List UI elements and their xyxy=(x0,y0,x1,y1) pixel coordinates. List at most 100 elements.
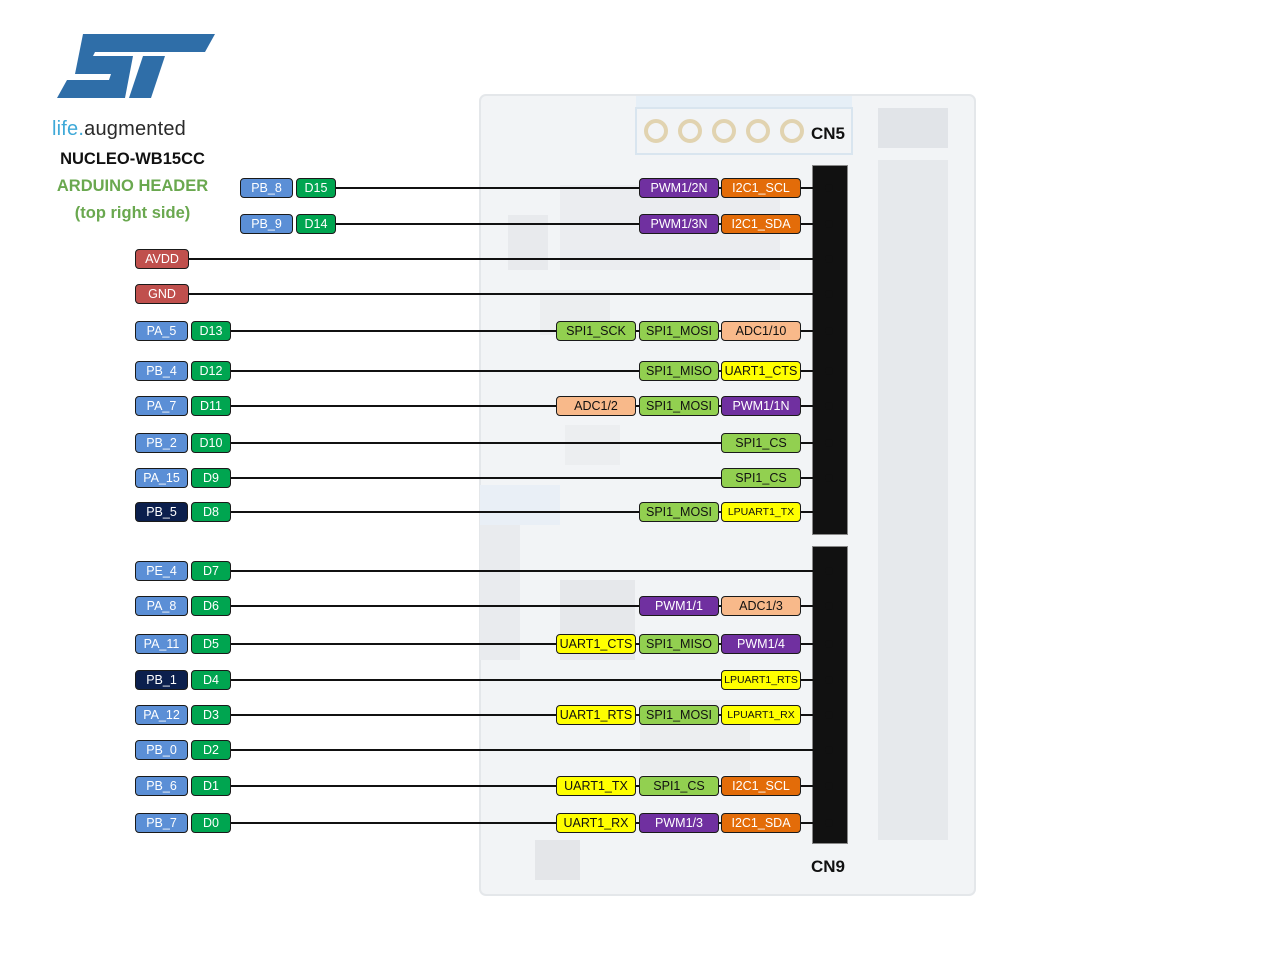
header-pin-marker xyxy=(825,402,833,410)
header-pin-marker xyxy=(825,439,833,447)
board-title: NUCLEO-WB15CC xyxy=(60,150,205,168)
header-pin-marker xyxy=(825,327,833,335)
cn9-header xyxy=(812,546,848,844)
mcu-pin-label: PB_2 xyxy=(135,433,188,453)
arduino-pin-label: D15 xyxy=(296,178,336,198)
mcu-pin-label: PA_15 xyxy=(135,468,188,488)
header-pin-marker xyxy=(825,676,833,684)
wire xyxy=(189,293,829,295)
arduino-pin-label: D7 xyxy=(191,561,231,581)
arduino-pin-label: D8 xyxy=(191,502,231,522)
mcu-pin-label: GND xyxy=(135,284,189,304)
arduino-pin-label: D10 xyxy=(191,433,231,453)
arduino-pin-label: D3 xyxy=(191,705,231,725)
mcu-pin-label: PB_1 xyxy=(135,670,188,690)
mcu-pin-label: PB_5 xyxy=(135,502,188,522)
mcu-pin-label: PB_8 xyxy=(240,178,293,198)
tagline: life.augmented xyxy=(52,118,187,140)
wire xyxy=(231,442,829,444)
header-pin-marker xyxy=(825,220,833,228)
mcu-pin-label: PB_0 xyxy=(135,740,188,760)
mcu-pin-label: AVDD xyxy=(135,249,189,269)
header-pin-marker xyxy=(825,508,834,517)
alt-function-label: SPI1_CS xyxy=(721,468,801,488)
wire xyxy=(231,570,829,572)
alt-function-label: I2C1_SDA xyxy=(721,813,801,833)
arduino-pin-label: D14 xyxy=(296,214,336,234)
alt-function-label: SPI1_MOSI xyxy=(639,502,719,522)
wire xyxy=(231,749,829,751)
mcu-pin-label: PA_5 xyxy=(135,321,188,341)
alt-function-label: PWM1/1 xyxy=(639,596,719,616)
header-side-note: (top right side) xyxy=(74,204,191,222)
header-pin-marker xyxy=(825,567,833,575)
alt-function-label: SPI1_MISO xyxy=(639,634,719,654)
alt-function-label: UART1_RX xyxy=(556,813,636,833)
mcu-pin-label: PB_6 xyxy=(135,776,188,796)
wire xyxy=(231,785,829,787)
header-pin-marker xyxy=(825,640,833,648)
arduino-pin-label: D0 xyxy=(191,813,231,833)
alt-function-label: LPUART1_RX xyxy=(721,705,801,725)
mcu-pin-label: PA_8 xyxy=(135,596,188,616)
alt-function-label: LPUART1_TX xyxy=(721,502,801,522)
arduino-pin-label: D4 xyxy=(191,670,231,690)
mcu-pin-label: PA_7 xyxy=(135,396,188,416)
arduino-pin-label: D1 xyxy=(191,776,231,796)
wire xyxy=(231,370,829,372)
arduino-pin-label: D13 xyxy=(191,321,231,341)
alt-function-label: SPI1_CS xyxy=(721,433,801,453)
alt-function-label: I2C1_SDA xyxy=(721,214,801,234)
cn5-label: CN5 xyxy=(811,124,846,143)
alt-function-label: UART1_RTS xyxy=(556,705,636,725)
alt-function-label: LPUART1_RTS xyxy=(721,670,801,690)
alt-function-label: SPI1_MOSI xyxy=(639,705,719,725)
wire xyxy=(336,223,829,225)
arduino-pin-label: D11 xyxy=(191,396,231,416)
alt-function-label: SPI1_MOSI xyxy=(639,321,719,341)
alt-function-label: UART1_TX xyxy=(556,776,636,796)
header-pin-marker xyxy=(825,474,833,482)
mcu-pin-label: PA_11 xyxy=(135,634,188,654)
wire xyxy=(231,405,829,407)
alt-function-label: SPI1_CS xyxy=(639,776,719,796)
arduino-pin-label: D2 xyxy=(191,740,231,760)
arduino-pin-label: D6 xyxy=(191,596,231,616)
wire xyxy=(231,679,829,681)
wire xyxy=(231,330,829,332)
wire xyxy=(231,605,829,607)
alt-function-label: PWM1/2N xyxy=(639,178,719,198)
wire xyxy=(231,511,829,513)
arduino-pin-label: D5 xyxy=(191,634,231,654)
header-subtitle: ARDUINO HEADER xyxy=(56,177,209,195)
alt-function-label: UART1_CTS xyxy=(721,361,801,381)
header-pin-marker xyxy=(825,290,833,298)
wire xyxy=(231,822,829,824)
alt-function-label: SPI1_SCK xyxy=(556,321,636,341)
wire xyxy=(189,258,829,260)
mcu-pin-label: PA_12 xyxy=(135,705,188,725)
alt-function-label: PWM1/3 xyxy=(639,813,719,833)
alt-function-label: UART1_CTS xyxy=(556,634,636,654)
wire xyxy=(231,643,829,645)
alt-function-label: PWM1/1N xyxy=(721,396,801,416)
wire xyxy=(336,187,829,189)
alt-function-label: PWM1/3N xyxy=(639,214,719,234)
alt-function-label: PWM1/4 xyxy=(721,634,801,654)
cn9-label: CN9 xyxy=(811,857,846,876)
mcu-pin-label: PB_7 xyxy=(135,813,188,833)
st-logo xyxy=(57,34,215,98)
alt-function-label: ADC1/3 xyxy=(721,596,801,616)
mcu-pin-label: PB_9 xyxy=(240,214,293,234)
alt-function-label: SPI1_MISO xyxy=(639,361,719,381)
header-pin-marker xyxy=(825,255,833,263)
mcu-pin-label: PE_4 xyxy=(135,561,188,581)
header-pin-marker xyxy=(825,782,833,790)
alt-function-label: I2C1_SCL xyxy=(721,178,801,198)
alt-function-label: ADC1/2 xyxy=(556,396,636,416)
wire xyxy=(231,714,829,716)
header-pin-marker xyxy=(825,184,833,192)
header-pin-marker xyxy=(825,746,833,754)
